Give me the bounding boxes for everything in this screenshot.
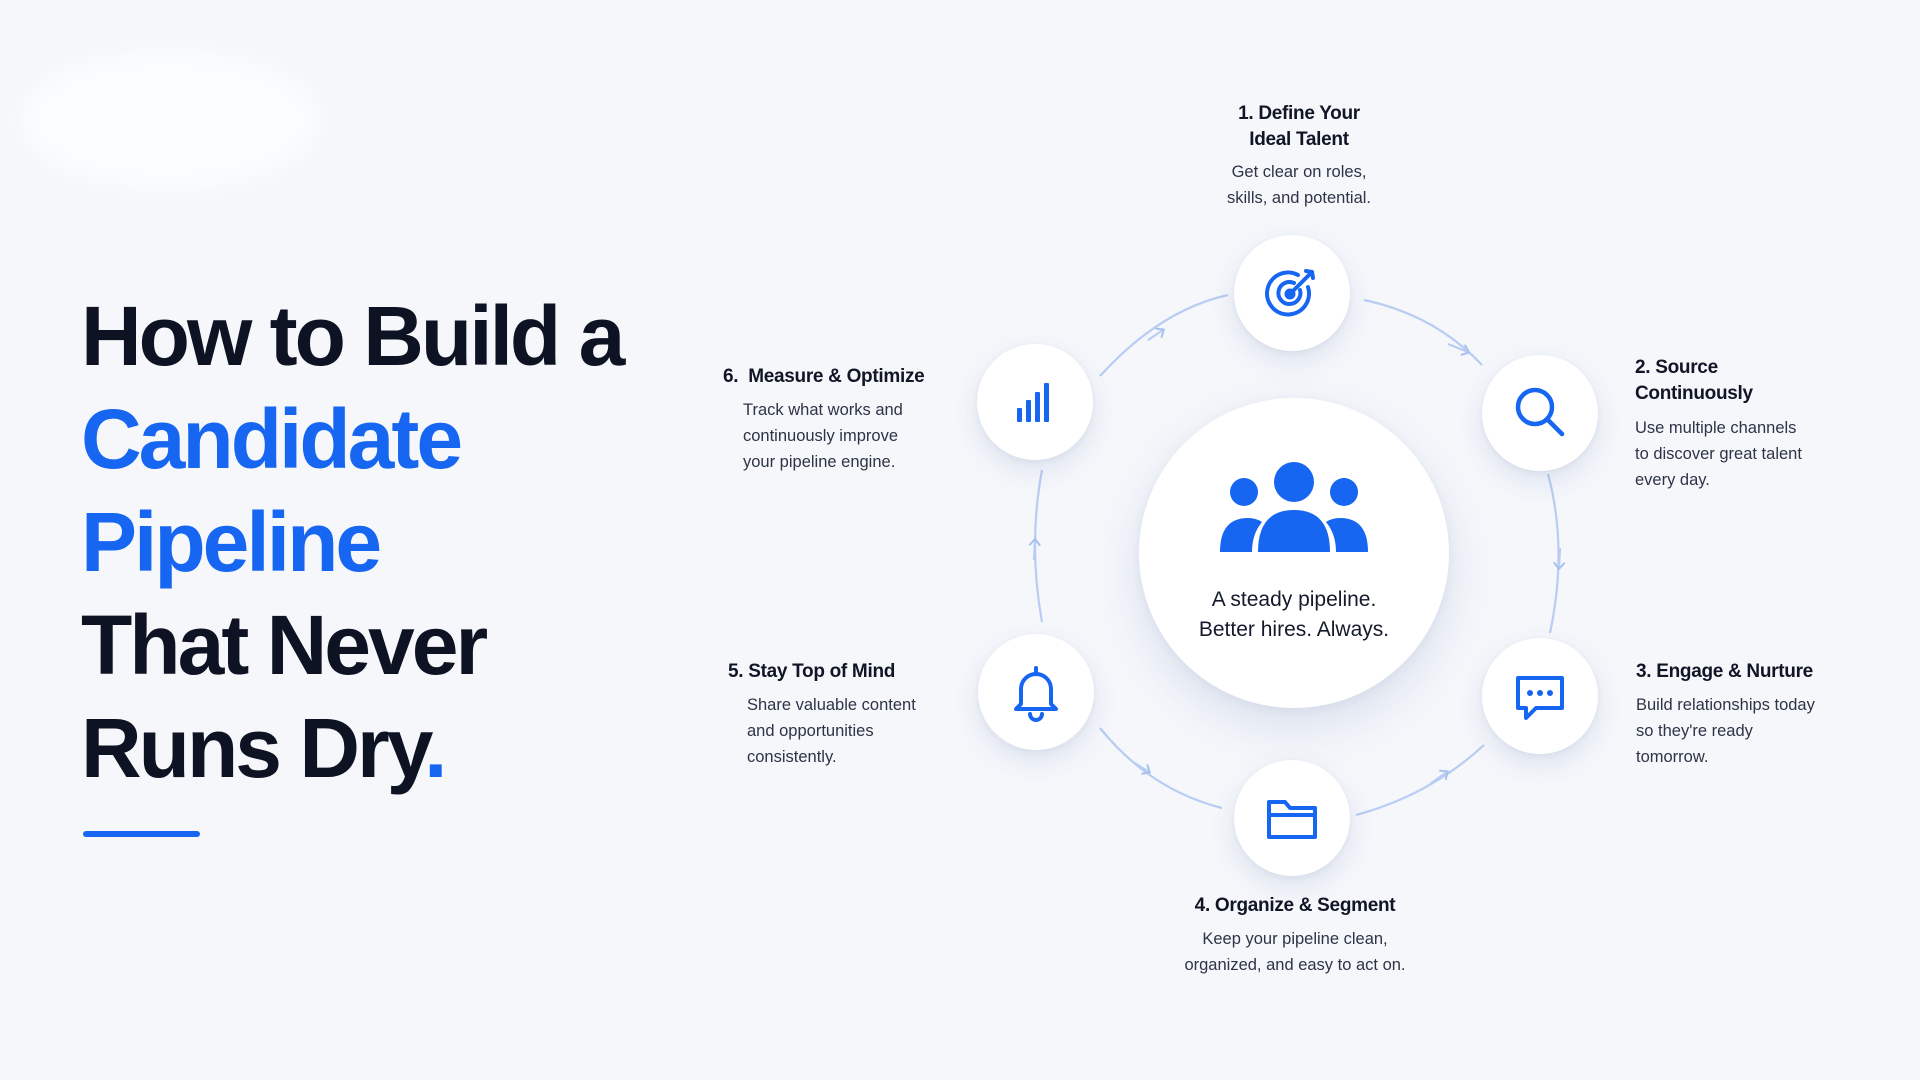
step-1-node (1234, 235, 1350, 351)
step-6-desc-line-2: continuously improve (743, 427, 898, 445)
step-6-node (977, 344, 1093, 460)
target-icon (1265, 269, 1315, 317)
center-circle: A steady pipeline. Better hires. Always. (1139, 398, 1449, 708)
arrow-6-to-1 (1147, 327, 1165, 341)
step-5-desc-line-1: Share valuable content (747, 696, 916, 714)
hero-line-5-text: Runs Dry (81, 701, 427, 795)
step-4-title: 4. Organize & Segment (1194, 895, 1396, 916)
search-icon (1515, 387, 1565, 437)
people-group-icon (1220, 462, 1368, 552)
step-5-node (978, 634, 1094, 750)
step-2-label: 2. Source Continuously Use multiple chan… (1635, 355, 1875, 493)
arc-6-to-1 (1099, 293, 1229, 377)
step-1-desc-line-1: Get clear on roles, (1231, 163, 1367, 181)
step-1-title-line-1: 1. Define Your (1238, 103, 1360, 124)
step-3-desc-line-1: Build relationships today (1636, 696, 1815, 714)
chat-bubble-icon (1516, 676, 1564, 720)
hero-line-5: Runs Dry. (81, 697, 641, 800)
step-6-title: 6. Measure & Optimize (723, 366, 925, 387)
step-5-label: 5. Stay Top of Mind Share valuable conte… (728, 659, 958, 770)
step-2-desc-line-3: every day. (1635, 471, 1710, 489)
step-1-label: 1. Define Your Ideal Talent Get clear on… (1201, 101, 1397, 211)
step-3-desc-line-2: so they're ready (1636, 722, 1753, 740)
bell-icon (1014, 666, 1058, 722)
step-1-title-line-2: Ideal Talent (1249, 129, 1349, 150)
step-1-desc-line-2: skills, and potential. (1227, 189, 1371, 207)
step-2-desc-line-2: to discover great talent (1635, 445, 1802, 463)
step-3-node (1482, 638, 1598, 754)
step-6-desc-line-3: your pipeline engine. (743, 453, 896, 471)
step-3-title: 3. Engage & Nurture (1636, 661, 1813, 682)
arc-4-to-5 (1099, 727, 1223, 810)
background-glow (20, 50, 320, 190)
step-2-desc-line-1: Use multiple channels (1635, 419, 1797, 437)
center-tagline-2: Better hires. Always. (1198, 618, 1390, 641)
step-4-desc-line-2: organized, and easy to act on. (1184, 956, 1406, 974)
arrow-3-to-4 (1429, 769, 1449, 785)
hero-line-1: How to Build a (81, 289, 625, 383)
arc-1-to-2 (1363, 298, 1483, 366)
step-4-label: 4. Organize & Segment Keep your pipeline… (1150, 893, 1440, 978)
arrow-2-to-3 (1553, 547, 1566, 570)
hero-underline (83, 831, 200, 837)
step-5-title: 5. Stay Top of Mind (728, 661, 896, 682)
bar-chart-icon (1017, 383, 1049, 422)
hero-line-4: That Never (81, 598, 488, 692)
hero-heading: How to Build a Candidate Pipeline That N… (81, 285, 641, 800)
step-5-desc-line-3: consistently. (747, 748, 837, 766)
step-4-desc-line-1: Keep your pipeline clean, (1202, 930, 1388, 948)
folder-icon (1267, 800, 1317, 839)
center-tagline-1: A steady pipeline. (1211, 588, 1377, 611)
step-2-title-line-1: 2. Source (1635, 357, 1718, 378)
step-3-label: 3. Engage & Nurture Build relationships … (1636, 659, 1886, 770)
step-2-node (1482, 355, 1598, 471)
hero-line-2: Candidate (81, 392, 463, 486)
step-4-node (1234, 760, 1350, 876)
hero-line-3: Pipeline (81, 495, 382, 589)
arc-2-to-3 (1546, 473, 1560, 634)
hero-accent-dot: . (424, 701, 447, 795)
step-2-title-line-2: Continuously (1635, 383, 1753, 404)
step-6-desc-line-1: Track what works and (743, 401, 903, 419)
arc-3-to-4 (1355, 744, 1485, 817)
arrow-5-to-6 (1028, 538, 1041, 561)
arrow-1-to-2 (1447, 342, 1470, 356)
step-6-label: 6. Measure & Optimize Track what works a… (723, 364, 963, 475)
arc-5-to-6 (1033, 469, 1044, 623)
arrow-4-to-5 (1132, 761, 1151, 775)
step-5-desc-line-2: and opportunities (747, 722, 874, 740)
step-3-desc-line-3: tomorrow. (1636, 748, 1709, 766)
